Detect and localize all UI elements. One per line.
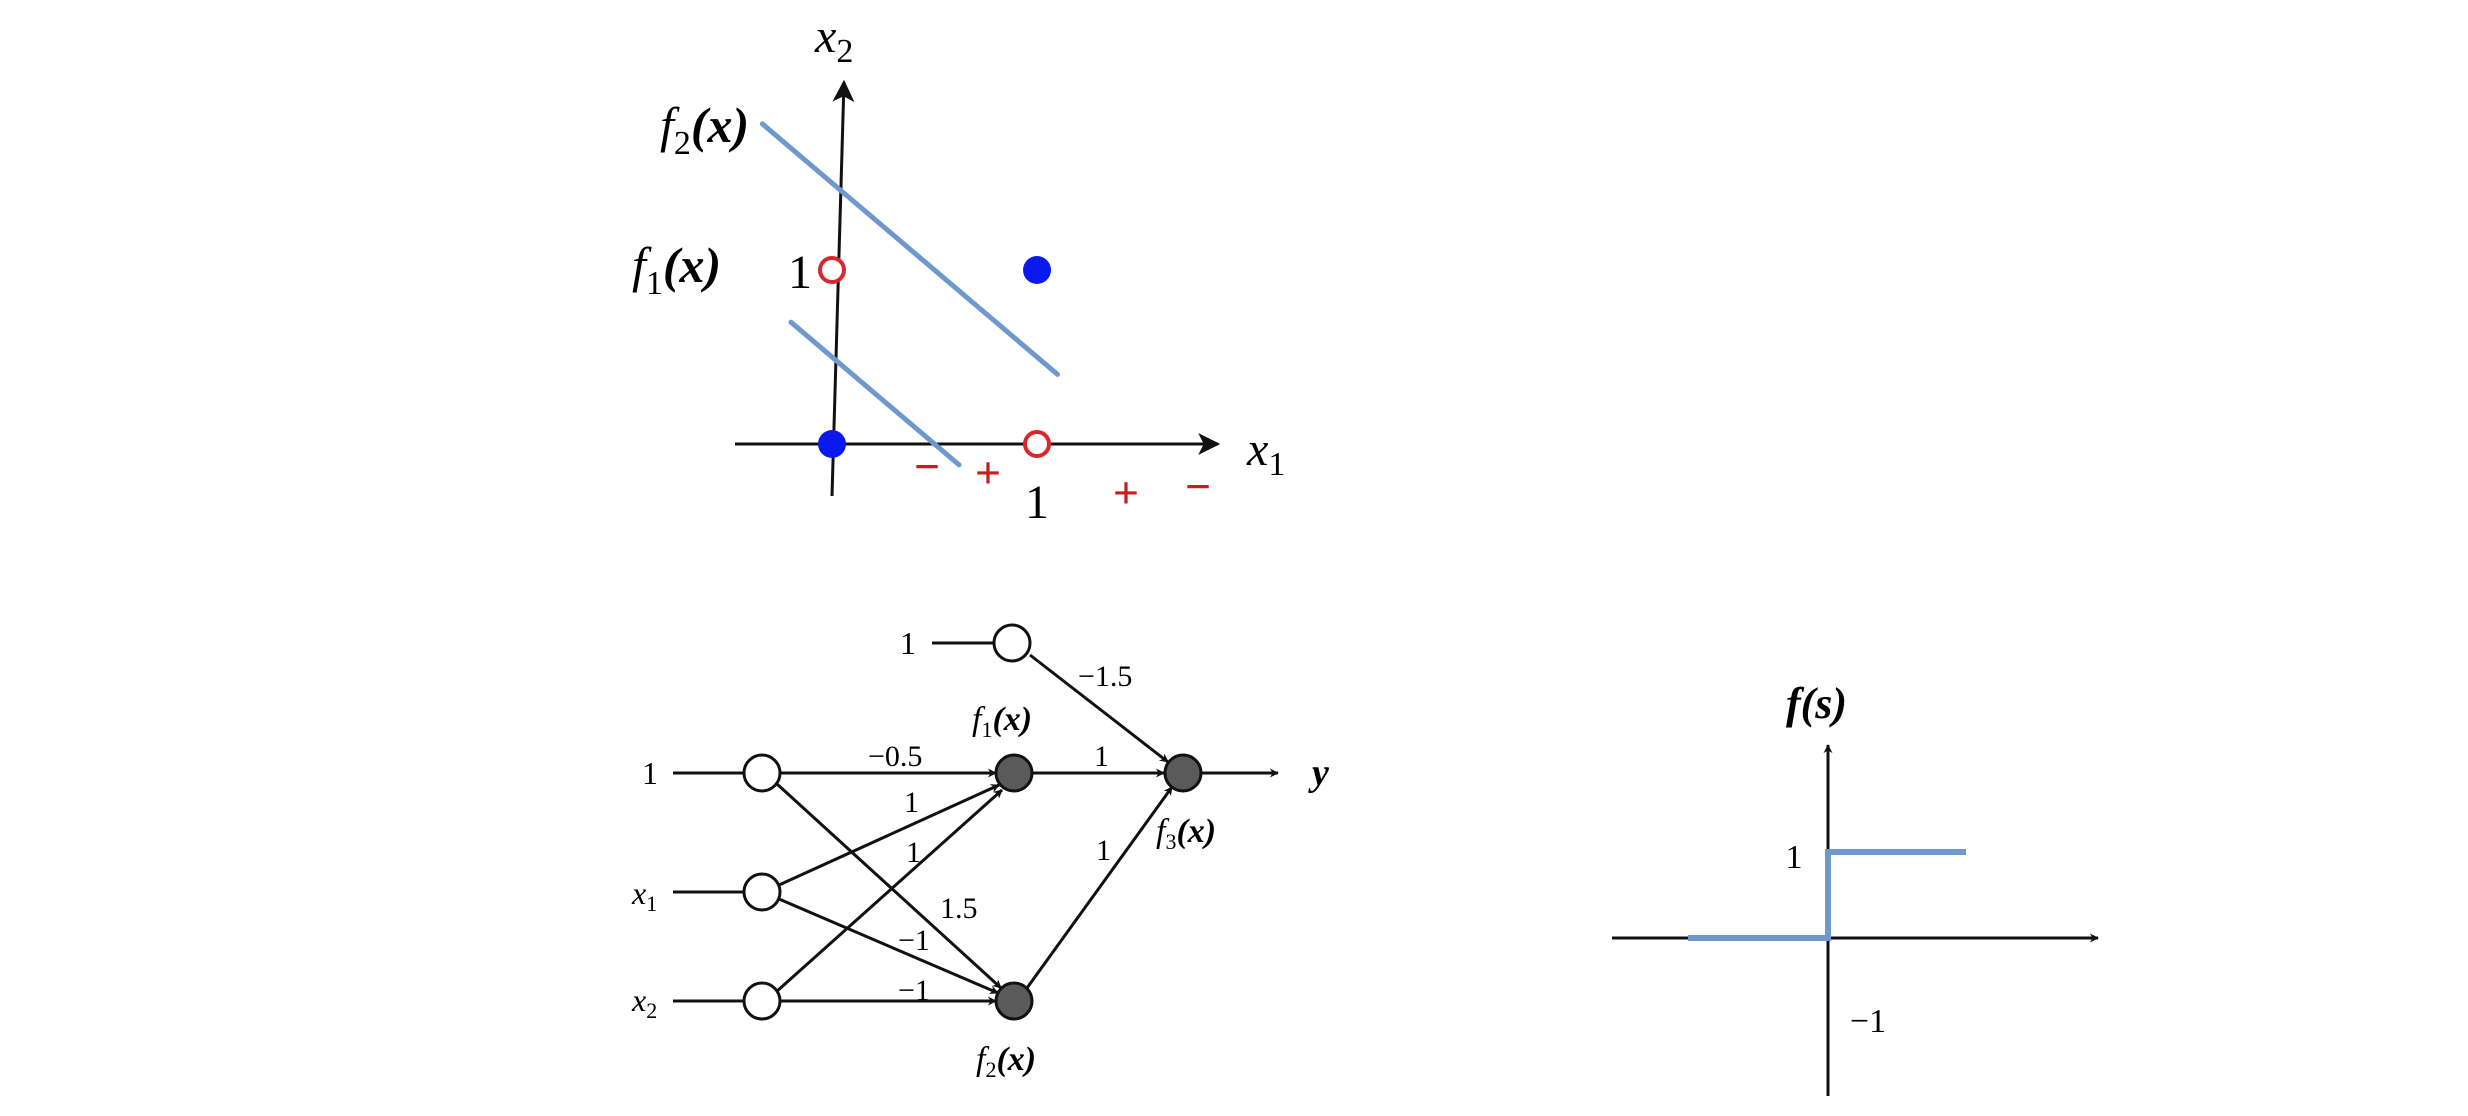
bias-label: 1 — [900, 625, 916, 661]
edge-h2-out — [1025, 786, 1174, 989]
f2-line-label: f2(x) — [660, 97, 749, 162]
weight-b-h1: −0.5 — [868, 740, 922, 773]
x2-tick-label: 1 — [788, 246, 812, 299]
open-point-1-0 — [1023, 430, 1051, 458]
decision-line-f1 — [788, 319, 962, 468]
xor-points — [818, 256, 1051, 458]
weight-h2-out: 1 — [1096, 834, 1111, 867]
step-tick-low: −1 — [1850, 1003, 1886, 1040]
edge-x1-h1 — [778, 783, 1000, 887]
decision-line-f2 — [759, 121, 1060, 377]
x1-tick-label: 1 — [1025, 476, 1049, 529]
step-tick-high: 1 — [1786, 839, 1803, 876]
x2-axis — [830, 79, 855, 497]
hidden-label-f1: f1(x) — [972, 701, 1032, 742]
output-y-label: y — [1308, 752, 1329, 794]
f1-negative-sign: − — [914, 441, 940, 492]
weight-h1-out: 1 — [1094, 740, 1109, 773]
xor-plot: x1 x2 1 1 f2(x) f1(x) − + + − — [632, 10, 1285, 529]
hidden-node-f1 — [994, 753, 1034, 793]
f1-positive-sign: + — [975, 447, 1001, 498]
step-curve — [1688, 849, 1966, 941]
weight-x2-h1: 1 — [906, 836, 921, 869]
step-ylabel: f(s) — [1786, 679, 1847, 728]
edge-b-h2 — [775, 782, 1003, 990]
f2-negative-sign: − — [1185, 461, 1211, 512]
f2-positive-sign: + — [1113, 467, 1139, 518]
weight-b-out: −1.5 — [1078, 660, 1132, 693]
input-node-x2 — [742, 981, 782, 1021]
weight-x2-h2: −1 — [898, 974, 930, 1007]
edge-x1-h2 — [778, 897, 999, 995]
hidden-label-f2: f2(x) — [976, 1041, 1036, 1082]
weight-x1-h1: 1 — [904, 786, 919, 819]
step-function-plot: f(s) 1 −1 — [1612, 679, 2099, 1096]
neural-network: 1 x1 x2 1 f1(x) f2(x) f3(x) y −0.5 1 1 1… — [631, 623, 1329, 1082]
input-label-x2: x2 — [631, 982, 657, 1023]
open-point-0-1 — [818, 256, 846, 284]
input-label-x1: x1 — [631, 875, 657, 916]
axis-x1-label: x1 — [1246, 423, 1285, 483]
input-node-1 — [742, 753, 782, 793]
filled-point-1-1 — [1023, 256, 1051, 284]
weight-b-h2: 1.5 — [940, 892, 978, 925]
edge-x2-h1 — [775, 788, 1003, 994]
edge-b-out — [1029, 653, 1169, 764]
input-label-1: 1 — [642, 755, 658, 791]
output-label-f3: f3(x) — [1156, 813, 1216, 854]
filled-point-0-0 — [818, 430, 846, 458]
hidden-node-f2 — [994, 981, 1034, 1021]
f1-line-label: f1(x) — [632, 237, 721, 302]
weight-x1-h2: −1 — [898, 924, 930, 957]
axis-x2-label: x2 — [814, 10, 853, 70]
output-node-f3 — [1163, 753, 1203, 793]
bias-node — [992, 623, 1032, 663]
input-node-x1 — [742, 872, 782, 912]
